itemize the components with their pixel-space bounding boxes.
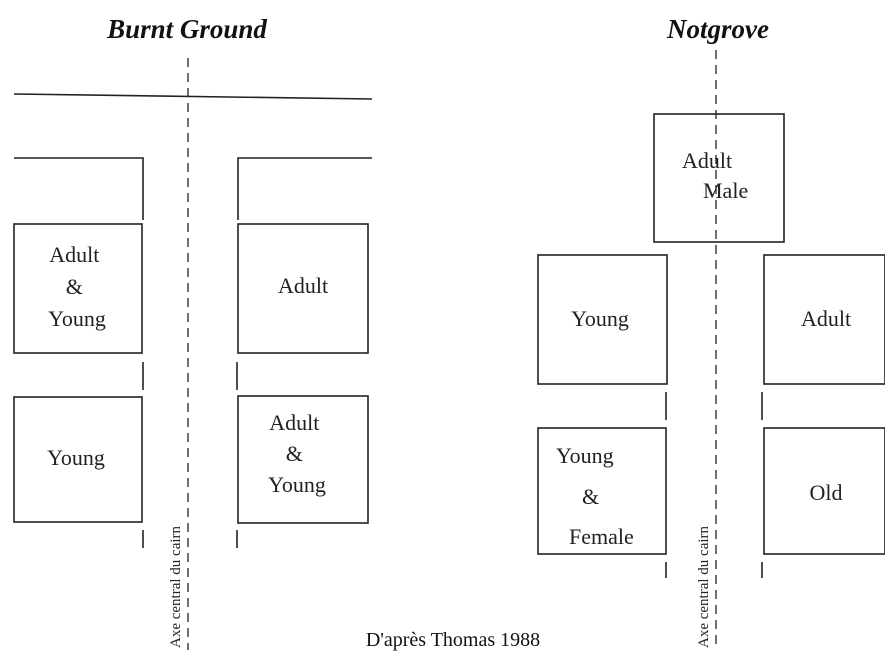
axis-label: Axe central du cairn xyxy=(696,525,712,648)
chamber-box xyxy=(237,223,369,354)
chamber-label: Young xyxy=(571,306,629,331)
chamber-box xyxy=(763,254,885,385)
chamber-label: Adult Male xyxy=(682,148,748,203)
passage-wall-right xyxy=(237,157,372,220)
chamber-box xyxy=(237,395,369,524)
chamber-box xyxy=(537,254,668,385)
chamber-label: Adult & Young xyxy=(48,242,106,331)
chamber-box xyxy=(13,223,143,354)
site-title-burnt-ground: Burnt Ground xyxy=(106,14,267,44)
chamber-box xyxy=(13,396,143,523)
burnt-ground-plan: Axe central du cairn Adult & Young Young… xyxy=(13,58,373,650)
chamber-label: Adult xyxy=(801,306,851,331)
chamber-label: Young xyxy=(47,445,105,470)
site-title-notgrove: Notgrove xyxy=(666,14,769,44)
axis-label: Axe central du cairn xyxy=(168,525,184,648)
cairn-edge-line xyxy=(13,93,373,100)
source-caption: D'après Thomas 1988 xyxy=(366,629,540,651)
chamber-label: Old xyxy=(810,480,843,505)
chamber-box xyxy=(537,427,667,555)
chamber-label: Young & Female xyxy=(556,443,634,549)
chamber-label: Adult xyxy=(278,273,328,298)
notgrove-plan: Axe central du cairn Adult Male Young Ad… xyxy=(537,50,885,650)
chamber-box xyxy=(763,427,885,555)
chamber-box xyxy=(653,113,785,243)
chamber-label: Adult & Young xyxy=(268,410,326,497)
passage-wall-left xyxy=(14,157,144,220)
